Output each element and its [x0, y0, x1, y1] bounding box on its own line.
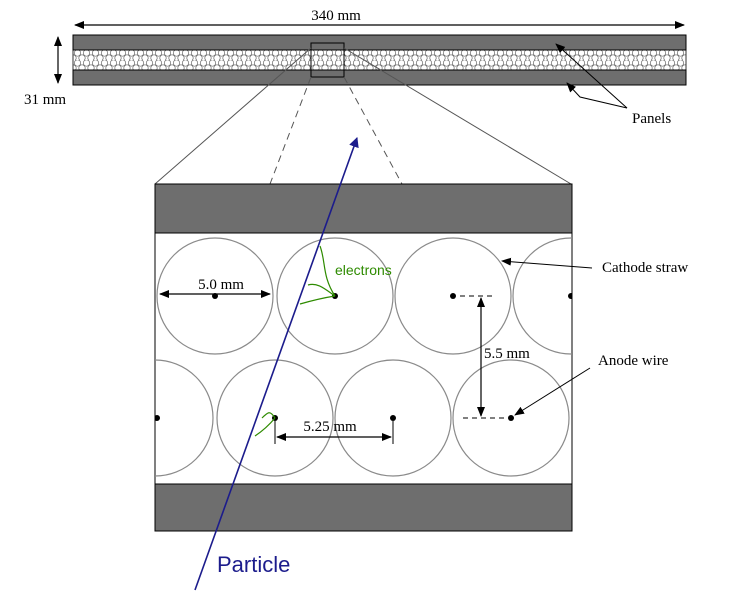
- cathode-straw: [155, 359, 214, 477]
- overview-module: 340 mm 31 mm Panels: [24, 8, 687, 127]
- overview-top-panel: [72, 34, 687, 51]
- cathode-straw-label: Cathode straw: [602, 260, 688, 276]
- panels-pointer-top: [555, 43, 628, 109]
- detail-top-panel: [154, 183, 573, 234]
- particle-track: [194, 137, 359, 591]
- height-dimension-label: 31 mm: [24, 92, 66, 108]
- overview-straw-layer: [72, 49, 687, 71]
- panels-label: Panels: [632, 111, 671, 127]
- cathode-straw: [394, 237, 512, 355]
- particle-label: Particle: [217, 552, 290, 577]
- anode-wire: [155, 415, 160, 421]
- anode-wire: [568, 293, 572, 299]
- electrons-label: electrons: [335, 262, 392, 278]
- anode-wire: [390, 415, 396, 421]
- zoom-connector-left-dashed: [269, 76, 312, 185]
- zoom-region-box: [310, 42, 345, 78]
- zoom-connector-left: [154, 47, 312, 185]
- zoom-connector-right: [343, 47, 572, 185]
- cathode-straw: [156, 237, 274, 355]
- cathode-straw: [276, 237, 394, 355]
- cathode-pointer: [501, 257, 593, 269]
- cathode-straw: [512, 237, 572, 355]
- anode-wire: [450, 293, 456, 299]
- detail-bottom-panel: [154, 483, 573, 532]
- anode-wire: [508, 415, 514, 421]
- panels-pointer-bottom: [566, 82, 628, 109]
- wire-spacing-label: 5.25 mm: [303, 419, 357, 435]
- row-spacing-label: 5.5 mm: [484, 346, 530, 362]
- width-dimension-label: 340 mm: [311, 8, 361, 24]
- cathode-straw: [334, 359, 452, 477]
- cathode-straw: [216, 359, 334, 477]
- detail-view: 5.0 mm 5.5 mm 5.25 mm electrons Cathode …: [154, 183, 688, 532]
- overview-bottom-panel: [72, 69, 687, 86]
- cathode-straw: [452, 359, 570, 477]
- zoom-connectors: [154, 47, 572, 185]
- anode-pointer: [514, 367, 591, 416]
- zoom-connector-right-dashed: [343, 76, 403, 185]
- electron-drift-paths: [254, 245, 336, 437]
- anode-wire-label: Anode wire: [598, 353, 669, 369]
- straw-diameter-label: 5.0 mm: [198, 277, 244, 293]
